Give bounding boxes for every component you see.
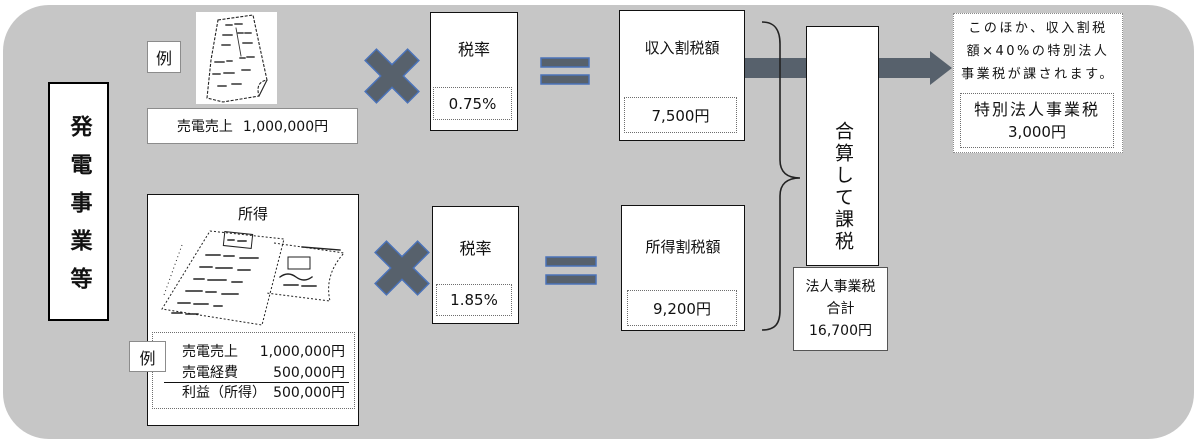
revenue-tax-result-label: 収入割税額	[644, 39, 720, 57]
income-tax-result-amount: 9,200円	[653, 299, 711, 318]
income-example-row-label: 利益（所得）	[182, 385, 266, 401]
special-tax-note: このほか、収入割税 額×40%の特別法人 事業税が課されます。	[954, 17, 1122, 86]
total-tax-label: 法人事業税	[805, 279, 876, 295]
special-tax-label: 特別法人事業税	[973, 100, 1100, 119]
equals-icon	[545, 256, 597, 285]
brace-stroke	[761, 21, 801, 331]
income-example-tag: 例	[129, 341, 166, 372]
revenue-example-label: 売電売上	[176, 119, 233, 135]
paper-scribbles	[212, 23, 255, 87]
combine-box: 合算して課税	[806, 26, 879, 266]
revenue-tax-result-value: 7,500円	[624, 97, 737, 133]
income-example-row-label: 売電経費	[182, 365, 238, 381]
income-tax-rate-label: 税率	[459, 239, 492, 258]
business-category-box: 発電事業等	[48, 82, 109, 321]
revenue-tax-result-box: 収入割税額 7,500円	[619, 10, 745, 141]
total-tax-amount: 16,700円	[809, 323, 872, 339]
paper-outline	[206, 14, 268, 103]
combine-label: 合算して課税	[832, 121, 854, 253]
ledger-pages	[161, 230, 346, 326]
ledger-illustration	[161, 230, 346, 326]
special-tax-note-line: 額×40%の特別法人	[966, 44, 1110, 59]
income-tax-rate-value: 1.85%	[436, 284, 512, 316]
revenue-example-amount: 1,000,000円	[242, 119, 329, 135]
income-example-row: 利益（所得） 500,000円	[182, 384, 345, 402]
illustration-background	[196, 12, 277, 104]
revenue-tax-rate-text: 0.75%	[448, 94, 497, 113]
sales-document-illustration	[196, 12, 277, 104]
special-tax-value-box: 特別法人事業税 3,000円	[960, 93, 1114, 148]
income-tax-result-value: 9,200円	[627, 290, 737, 326]
income-example-row-amount: 1,000,000円	[259, 344, 345, 360]
income-example-row-amount: 500,000円	[273, 365, 345, 381]
special-tax-note-line: 事業税が課されます。	[961, 67, 1115, 82]
equals-icon	[540, 57, 590, 85]
revenue-tax-rate-value: 0.75%	[433, 87, 512, 120]
income-tax-rate-box: 税率 1.85%	[432, 206, 519, 324]
special-tax-note-line: このほか、収入割税	[968, 21, 1108, 36]
income-title: 所得	[237, 205, 268, 223]
multiply-icon	[364, 48, 420, 104]
revenue-tax-rate-box: 税率 0.75%	[430, 12, 518, 131]
revenue-tax-rate-label: 税率	[457, 40, 490, 59]
subtraction-rule	[164, 382, 349, 383]
income-example-row-label: 売電売上	[182, 344, 238, 360]
revenue-example-value: 売電売上 1,000,000円	[147, 108, 358, 144]
income-tax-rate-text: 1.85%	[450, 291, 498, 309]
ledger-scribbles	[171, 231, 341, 315]
income-example-box: 所得 売電売上 1,000,000円 売電経費 500,000円	[147, 194, 359, 426]
total-tax-sublabel: 合計	[826, 301, 855, 317]
multiply-icon	[374, 240, 430, 296]
income-example-breakdown: 売電売上 1,000,000円 売電経費 500,000円 利益（所得） 500…	[152, 332, 355, 409]
revenue-example-tag: 例	[147, 41, 181, 73]
revenue-example-tag-text: 例	[155, 49, 172, 68]
arrow-head	[930, 51, 952, 85]
income-tax-result-label: 所得割税額	[645, 238, 721, 256]
income-example-tag-text: 例	[139, 348, 156, 368]
income-example-row: 売電経費 500,000円	[182, 364, 345, 382]
revenue-tax-result-amount: 7,500円	[651, 106, 710, 125]
special-tax-amount: 3,000円	[1008, 123, 1066, 141]
income-example-row-amount: 500,000円	[273, 385, 345, 401]
total-tax-box: 法人事業税 合計 16,700円	[793, 267, 888, 351]
income-example-row: 売電売上 1,000,000円	[182, 343, 345, 361]
special-tax-box: このほか、収入割税 額×40%の特別法人 事業税が課されます。 特別法人事業税 …	[953, 13, 1123, 153]
combine-brace	[761, 21, 801, 331]
business-category-text: 発電事業等	[66, 114, 92, 305]
income-tax-result-box: 所得割税額 9,200円	[621, 205, 745, 331]
